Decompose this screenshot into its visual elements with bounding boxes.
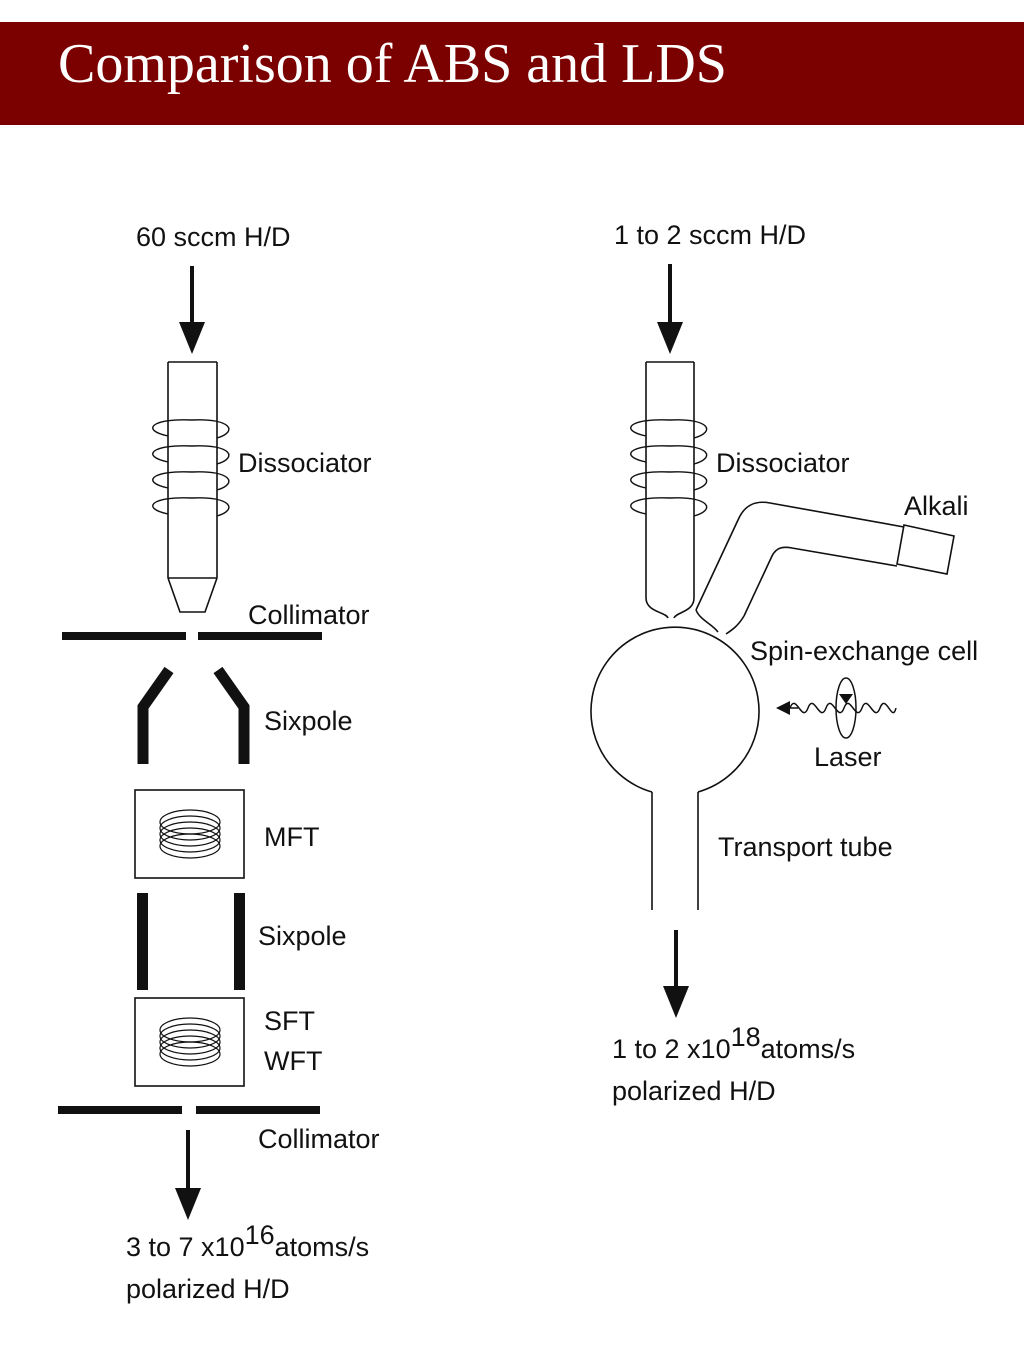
lds-input-label: 1 to 2 sccm H/D: [614, 220, 806, 250]
lds-alkali-label: Alkali: [904, 491, 969, 521]
lds-spin-exchange-cell: [590, 626, 760, 910]
abs-collimator-bottom-label: Collimator: [258, 1124, 380, 1154]
abs-sft-wft: [134, 997, 245, 1087]
abs-output-suffix: atoms/s: [275, 1232, 370, 1262]
abs-output-prefix: 3 to 7 x10: [126, 1232, 245, 1262]
abs-output-exponent: 16: [245, 1220, 275, 1250]
abs-collimator-top: [62, 632, 322, 640]
abs-input-arrow: [179, 266, 205, 354]
lds-alkali-reservoir: [896, 524, 955, 575]
laser-beam-icon: [776, 677, 897, 739]
abs-sixpole-1-label: Sixpole: [264, 706, 353, 736]
abs-wft-label: WFT: [264, 1046, 322, 1076]
abs-mft-coil-icon: [159, 809, 221, 859]
abs-mft: [134, 789, 245, 879]
lds-dissociator: [645, 361, 695, 619]
abs-sixpole-1: [137, 666, 250, 764]
lds-input-arrow: [657, 264, 683, 354]
lds-output-line1: 1 to 2 x1018atoms/s: [612, 1022, 855, 1064]
lds-output-line2: polarized H/D: [612, 1076, 776, 1106]
abs-collimator-bottom: [58, 1106, 320, 1114]
title-bar: [0, 22, 1024, 125]
lds-laser-label: Laser: [814, 742, 882, 772]
abs-collimator-top-label: Collimator: [248, 600, 370, 630]
abs-diagram: 60 sccm H/D Dissociator Collimator: [58, 222, 380, 1304]
lds-transport-label: Transport tube: [718, 832, 893, 862]
lds-output-arrow: [663, 930, 689, 1018]
page-title: Comparison of ABS and LDS: [58, 33, 727, 95]
abs-input-label: 60 sccm H/D: [136, 222, 291, 252]
lds-spin-exchange-label: Spin-exchange cell: [750, 636, 978, 666]
abs-sixpole-2-label: Sixpole: [258, 921, 347, 951]
abs-mft-label: MFT: [264, 822, 319, 852]
lds-dissociator-coil-icon: [630, 419, 708, 517]
abs-sixpole-2: [137, 893, 245, 990]
abs-dissociator-coil-icon: [152, 419, 230, 517]
abs-output-line1: 3 to 7 x1016atoms/s: [126, 1220, 369, 1262]
abs-dissociator-label: Dissociator: [238, 448, 372, 478]
abs-output-arrow: [175, 1130, 201, 1220]
lds-dissociator-label: Dissociator: [716, 448, 850, 478]
abs-sft-wft-coil-icon: [159, 1017, 221, 1067]
lds-output-prefix: 1 to 2 x10: [612, 1034, 731, 1064]
lds-diagram: 1 to 2 sccm H/D Dissociator Alkali: [590, 220, 978, 1106]
abs-output-line2: polarized H/D: [126, 1274, 290, 1304]
lds-output-suffix: atoms/s: [761, 1034, 856, 1064]
lds-output-exponent: 18: [731, 1022, 761, 1052]
lds-alkali-arm: [695, 501, 905, 635]
abs-sft-label: SFT: [264, 1006, 315, 1036]
abs-dissociator: [167, 361, 218, 613]
